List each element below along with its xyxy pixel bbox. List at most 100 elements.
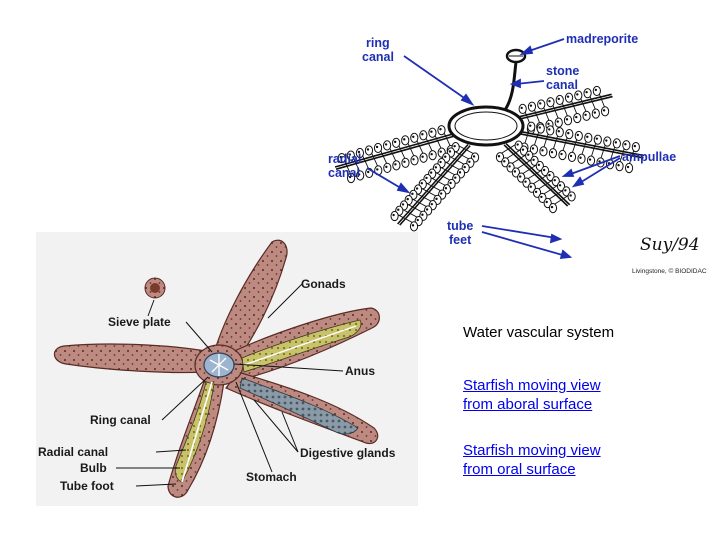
ampulla-shade (527, 153, 530, 156)
ampulla-shade (569, 154, 573, 158)
ampulla-bulb (565, 129, 574, 140)
starfish-anatomy-diagram: Gonads Sieve plate Anus Ring canal Diges… (36, 232, 418, 506)
ampulla-shade (633, 144, 637, 148)
ampulla-bulb (518, 103, 527, 115)
ampulla-bulb (546, 97, 555, 108)
ampulla-bulb (410, 155, 419, 166)
ampulla-shade (472, 155, 476, 158)
ampulla-shade (532, 158, 535, 162)
ampulla-shade (411, 192, 414, 196)
ampulla-bulb (419, 130, 428, 141)
ampulla-bulb (511, 167, 520, 178)
starfish-oral-video-link[interactable]: Starfish moving view from oral surface (463, 442, 601, 478)
ampulla-bulb (548, 203, 558, 214)
ampulla-shade (357, 173, 361, 176)
radial-canal-line (518, 93, 612, 118)
ampulla-shade (521, 148, 525, 151)
ampulla-bulb (527, 182, 536, 193)
ampulla-bulb (586, 155, 596, 166)
ampulla-shade (595, 137, 599, 140)
ampulla-shade (430, 152, 433, 156)
ampulla-shade (617, 163, 620, 167)
ampulla-bulb (409, 221, 419, 232)
ampulla-shade (579, 156, 582, 159)
ampulla-shade (367, 170, 370, 174)
ampulla-shade (444, 187, 448, 190)
ampulla-shade (567, 131, 570, 135)
radial-canal-line (503, 144, 569, 207)
label-tube-feet-line1: tube (447, 219, 473, 233)
ampulla-shade (524, 180, 527, 183)
label-bulb: Bulb (80, 461, 107, 475)
ampulla-bulb (401, 157, 410, 168)
ampulla-bulb (554, 117, 563, 128)
ampulla-bulb (558, 149, 567, 161)
ampulla-bulb (556, 181, 566, 192)
ampulla-shade (430, 202, 434, 206)
ring-canal-shape (447, 105, 525, 147)
radial-canal-line (519, 95, 613, 120)
ampulla-shade (385, 165, 388, 169)
ampulla-shade (529, 124, 532, 127)
ampulla-bulb (428, 127, 437, 138)
ampulla-shade (439, 150, 442, 153)
starfish-aboral-video-link[interactable]: Starfish moving view from aboral surface (463, 377, 601, 413)
ampulla-shade (468, 160, 471, 163)
ampulla-bulb (529, 144, 539, 155)
ampulla-bulb (577, 153, 586, 164)
ampulla-shade (550, 205, 554, 209)
ampulla-shade (406, 197, 409, 201)
ampulla-bulb (501, 157, 510, 168)
ampulla-bulb (555, 127, 564, 138)
ampulla-bulb (574, 130, 583, 142)
ampulla-bulb (631, 141, 640, 153)
ampulla-bulb (546, 170, 555, 182)
radial-canal-line (397, 143, 469, 225)
ampulla-bulb (573, 112, 582, 124)
ampulla-shade (503, 160, 506, 163)
ampulla-bulb (543, 197, 552, 209)
ampulla-shade (429, 171, 433, 174)
ampulla-shade (425, 208, 429, 211)
ampulla-bulb (532, 187, 542, 198)
ampulla-shade (553, 178, 556, 182)
ampulla-shade (545, 200, 548, 204)
ampulla-shade (564, 189, 567, 192)
ampulla-shade (416, 218, 419, 222)
ampulla-shade (430, 130, 433, 133)
ampulla-shade (357, 150, 361, 154)
label-radial-canal: Radial canal (38, 445, 108, 459)
ampulla-shade (560, 152, 563, 156)
ampulla-bulb (364, 145, 374, 156)
ampulla-bulb (538, 192, 547, 204)
ampulla-shade (542, 168, 546, 172)
ampulla-bulb (437, 125, 446, 136)
ampulla-shade (435, 197, 438, 201)
ampulla-shade (401, 203, 405, 206)
ampulla-shade (566, 95, 570, 98)
ampulla-bulb (555, 94, 564, 106)
ampulla-shade (556, 120, 559, 123)
ampulla-shade (585, 90, 588, 94)
ampulla-shade (458, 171, 462, 174)
ampulla-bulb (530, 155, 539, 166)
ampulla-shade (575, 115, 578, 119)
ampulla-bulb (382, 140, 392, 151)
ampulla-bulb (390, 210, 399, 222)
ampulla-shade (624, 143, 627, 146)
ampulla-bulb (591, 108, 600, 119)
ampulla-bulb (584, 132, 593, 143)
ampulla-shade (520, 106, 523, 110)
ampulla-shade (394, 163, 397, 166)
label-anus: Anus (345, 364, 375, 378)
ampulla-shade (439, 127, 442, 131)
ampulla-shade (614, 141, 618, 144)
ampulla-bulb (495, 152, 505, 163)
ampulla-bulb (519, 145, 529, 156)
ampulla-shade (534, 190, 538, 194)
ampulla-shade (513, 170, 517, 173)
ampulla-shade (550, 150, 554, 154)
ampulla-bulb (356, 170, 365, 181)
ampulla-shade (376, 168, 379, 171)
ampulla-shade (586, 135, 589, 139)
